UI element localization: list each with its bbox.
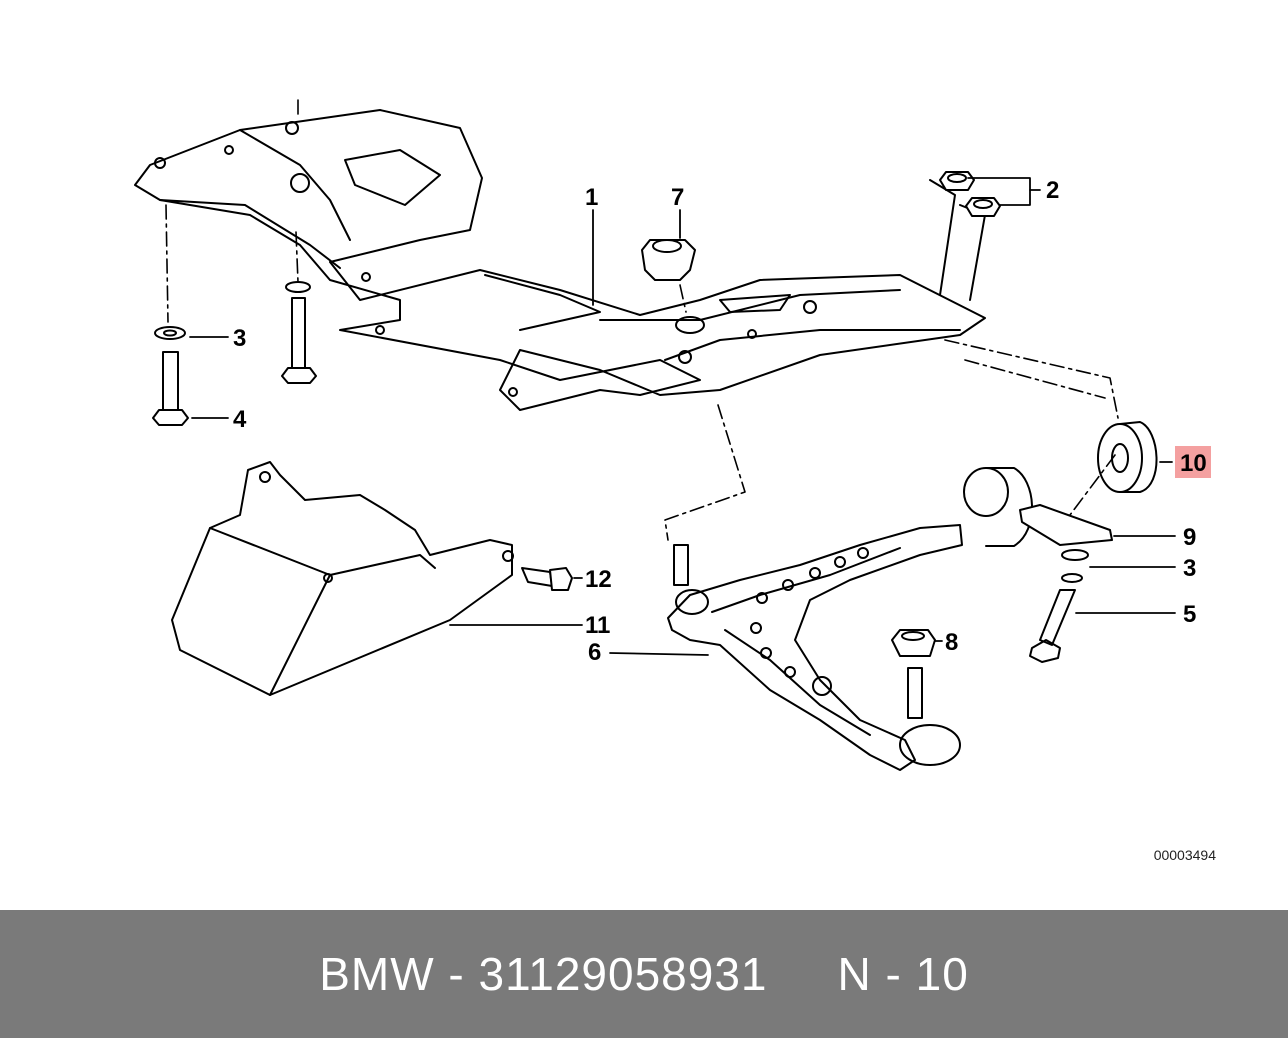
callout-8: 8	[945, 629, 958, 656]
part-number-text: BMW - 31129058931	[319, 948, 768, 1000]
callout-3-left: 3	[233, 325, 246, 352]
callout-9: 9	[1183, 524, 1196, 551]
nut-8-drawing	[891, 629, 936, 657]
nuts-2-drawing	[939, 171, 1001, 217]
guard-plate-11-drawing	[171, 461, 514, 696]
callout-12: 12	[585, 566, 612, 593]
callout-2: 2	[1046, 177, 1059, 204]
callout-3-right: 3	[1183, 555, 1196, 582]
exploded-view-drawing: 1 2 3 4 7 10 9 3 5 8 6 11 12	[134, 99, 1211, 771]
callout-4: 4	[233, 406, 247, 433]
bracket-bolt-right-drawing	[1019, 504, 1113, 663]
washer-bolt-left-drawing	[152, 281, 317, 426]
callout-11: 11	[585, 612, 610, 639]
nut-7-drawing	[641, 239, 696, 281]
callout-10: 10	[1180, 450, 1207, 477]
callout-6: 6	[588, 639, 601, 666]
callout-1: 1	[585, 184, 598, 211]
parts-diagram: 1 2 3 4 7 10 9 3 5 8 6 11 12 00003494	[134, 99, 1216, 863]
drawing-reference-code: 00003494	[1153, 847, 1216, 863]
alignment-lines	[165, 99, 1119, 541]
control-arm-6-drawing	[667, 524, 963, 771]
part-info-footer: BMW - 31129058931 N - 10	[0, 910, 1288, 1038]
callout-7: 7	[671, 184, 684, 211]
diagram-position-text: N - 10	[837, 948, 969, 1000]
leader-lines	[189, 177, 1176, 656]
callout-10-highlight	[1175, 446, 1211, 478]
bolt-12-drawing	[521, 567, 573, 591]
bushing-10-drawing	[963, 421, 1158, 547]
axle-carrier-drawing	[134, 109, 986, 411]
callout-5: 5	[1183, 601, 1196, 628]
